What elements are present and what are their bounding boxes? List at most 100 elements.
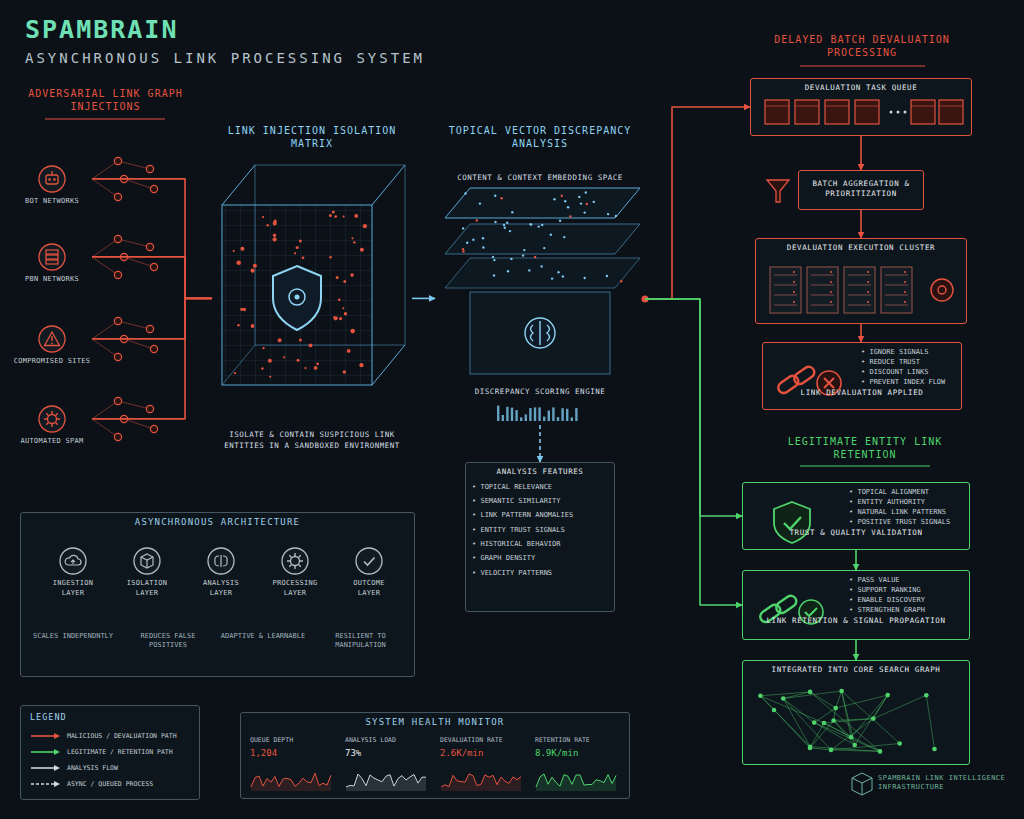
vector-dot bbox=[541, 224, 543, 226]
suspicious-link-dots bbox=[233, 211, 367, 378]
link-dot bbox=[360, 248, 364, 252]
node-text: PBN NETWORKS bbox=[12, 274, 92, 284]
label: 2.6K/min bbox=[440, 748, 530, 759]
vector-dot bbox=[510, 258, 512, 260]
injection-link bbox=[92, 257, 118, 275]
link-dot bbox=[273, 222, 277, 226]
vector-dot bbox=[561, 195, 563, 197]
node-body: • IGNORE SIGNALS• REDUCE TRUST• DISCOUNT… bbox=[861, 347, 955, 388]
icon bbox=[773, 361, 847, 405]
node-heading: SYSTEM HEALTH MONITOR bbox=[247, 717, 623, 729]
injection-node bbox=[114, 157, 121, 164]
icon bbox=[59, 547, 87, 575]
score-bar bbox=[497, 406, 499, 421]
link-dot bbox=[267, 224, 269, 226]
vector-dot bbox=[500, 197, 502, 199]
vector-dot bbox=[494, 221, 496, 223]
legend-text: ANALYSIS FLOW bbox=[67, 762, 118, 774]
label: ADVERSARIAL LINK GRAPH INJECTIONS bbox=[18, 88, 193, 113]
injection-link bbox=[92, 339, 118, 357]
injection-link bbox=[92, 179, 118, 197]
link-dot bbox=[329, 256, 332, 259]
subtitle: ASYNCHRONOUS LINK PROCESSING SYSTEM bbox=[25, 50, 545, 68]
injection-link bbox=[118, 239, 150, 247]
link-dot bbox=[354, 214, 358, 218]
process-box: DEVALUATION EXECUTION CLUSTER bbox=[755, 238, 967, 324]
legend-line bbox=[31, 731, 61, 741]
node-body: • PASS VALUE• SUPPORT RANKING• ENABLE DI… bbox=[849, 575, 963, 616]
vector-dot bbox=[615, 215, 617, 217]
injection-link bbox=[124, 179, 154, 189]
label: SCALES INDEPENDNTLY bbox=[28, 632, 118, 641]
legend-stroke bbox=[31, 735, 55, 737]
label: QUEUE DEPTH bbox=[250, 736, 342, 744]
heading-rule bbox=[45, 119, 165, 120]
node-text: • TOPICAL RELEVANCE bbox=[472, 480, 608, 494]
injection-node bbox=[150, 345, 157, 352]
link-dot bbox=[273, 234, 276, 237]
vector-dot bbox=[543, 247, 545, 249]
link-dot bbox=[262, 216, 264, 218]
vector-dot bbox=[569, 215, 571, 217]
icon bbox=[441, 767, 521, 791]
vector-dot bbox=[464, 192, 466, 194]
link-dot bbox=[350, 273, 354, 277]
score-bar bbox=[520, 417, 522, 421]
icon bbox=[38, 243, 66, 271]
vector-dot bbox=[528, 269, 530, 271]
node-text: • STRENGTHEN GRAPH bbox=[849, 605, 963, 615]
heading-rule bbox=[800, 66, 925, 67]
link-dot bbox=[339, 317, 342, 320]
vector-dot bbox=[567, 206, 569, 208]
vector-dot bbox=[559, 220, 561, 222]
vector-dot bbox=[462, 248, 464, 250]
legend-line bbox=[31, 747, 61, 757]
injection-link bbox=[118, 161, 150, 169]
icon bbox=[759, 96, 965, 130]
footer-cube bbox=[852, 773, 872, 795]
link-dot bbox=[333, 316, 335, 318]
vector-dot bbox=[584, 277, 586, 279]
vector-dot bbox=[534, 256, 536, 258]
score-bar bbox=[502, 415, 504, 421]
label: DELAYED BATCH DEVALUATION PROCESSING bbox=[752, 34, 972, 59]
score-bar bbox=[515, 410, 517, 421]
label: DEVALUATION RATE bbox=[440, 736, 532, 744]
vector-dot bbox=[492, 256, 494, 258]
injection-link bbox=[118, 401, 150, 409]
score-bar bbox=[571, 417, 573, 421]
icon bbox=[536, 767, 616, 791]
link-dot bbox=[294, 252, 296, 254]
link-dot bbox=[233, 250, 235, 252]
link-dot bbox=[283, 356, 285, 358]
vector-dot bbox=[504, 227, 506, 229]
vector-dot bbox=[540, 265, 542, 267]
link-dot bbox=[261, 367, 263, 369]
brain-icon bbox=[525, 318, 555, 348]
injection-link bbox=[92, 239, 118, 257]
label: 8.9K/min bbox=[535, 748, 625, 759]
node-text: INGESTION LAYER bbox=[45, 578, 101, 598]
link-dot bbox=[353, 241, 355, 243]
injection-link bbox=[92, 321, 118, 339]
link-dot bbox=[336, 276, 339, 279]
link-dot bbox=[334, 316, 338, 320]
vector-dot bbox=[580, 202, 582, 204]
connector bbox=[92, 257, 212, 299]
injection-link bbox=[92, 401, 118, 419]
connector bbox=[92, 298, 212, 419]
legend-line bbox=[31, 779, 61, 789]
label: ANALYSIS LOAD bbox=[345, 736, 437, 744]
link-dot bbox=[304, 367, 306, 369]
score-bar bbox=[506, 407, 508, 421]
label: LEGEND bbox=[30, 712, 150, 723]
injection-link bbox=[92, 419, 118, 437]
connector bbox=[92, 298, 212, 339]
source-node: BOT NETWORKS bbox=[12, 165, 92, 223]
vector-dot bbox=[523, 249, 525, 251]
label: 1,204 bbox=[250, 748, 340, 759]
node-text: • PREVENT INDEX FLOW bbox=[861, 377, 955, 387]
vector-dot bbox=[476, 219, 478, 221]
link-dot bbox=[299, 338, 302, 341]
link-dot bbox=[351, 237, 353, 239]
